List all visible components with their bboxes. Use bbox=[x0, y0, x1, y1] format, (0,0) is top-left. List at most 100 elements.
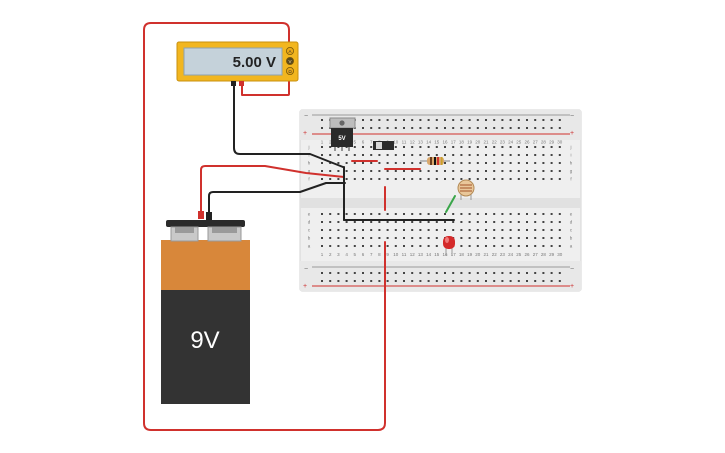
breadboard-hole[interactable] bbox=[411, 146, 414, 148]
breadboard-hole[interactable] bbox=[403, 170, 405, 172]
breadboard-hole[interactable] bbox=[493, 280, 496, 282]
breadboard-hole[interactable] bbox=[501, 170, 504, 172]
breadboard-hole[interactable] bbox=[370, 229, 373, 231]
wires[interactable] bbox=[143, 22, 456, 431]
breadboard-hole[interactable] bbox=[509, 280, 512, 282]
breadboard-hole[interactable] bbox=[460, 280, 463, 282]
breadboard-hole[interactable] bbox=[550, 162, 553, 164]
breadboard-hole[interactable] bbox=[386, 178, 389, 180]
breadboard-hole[interactable] bbox=[411, 229, 414, 231]
breadboard-hole[interactable] bbox=[370, 162, 373, 164]
breadboard-hole[interactable] bbox=[378, 178, 381, 180]
breadboard-hole[interactable] bbox=[493, 127, 496, 129]
mode-button-ohms[interactable] bbox=[285, 67, 294, 76]
breadboard-hole[interactable] bbox=[370, 245, 373, 247]
breadboard-hole[interactable] bbox=[362, 272, 364, 274]
breadboard-hole[interactable] bbox=[542, 154, 545, 156]
breadboard-hole[interactable] bbox=[485, 272, 487, 274]
breadboard-hole[interactable] bbox=[362, 170, 364, 172]
breadboard-hole[interactable] bbox=[370, 119, 373, 121]
breadboard-hole[interactable] bbox=[542, 237, 545, 239]
mode-button-amps[interactable] bbox=[285, 47, 294, 56]
breadboard-hole[interactable] bbox=[558, 146, 561, 148]
breadboard-hole[interactable] bbox=[485, 213, 487, 215]
breadboard-hole[interactable] bbox=[386, 119, 389, 121]
breadboard-hole[interactable] bbox=[435, 178, 438, 180]
breadboard-hole[interactable] bbox=[509, 154, 512, 156]
breadboard-hole[interactable] bbox=[550, 178, 553, 180]
breadboard-hole[interactable] bbox=[394, 146, 397, 148]
breadboard-hole[interactable] bbox=[526, 154, 528, 156]
breadboard-hole[interactable] bbox=[460, 146, 463, 148]
breadboard-hole[interactable] bbox=[427, 213, 430, 215]
breadboard-hole[interactable] bbox=[403, 245, 405, 247]
breadboard-hole[interactable] bbox=[534, 154, 537, 156]
breadboard-hole[interactable] bbox=[485, 221, 487, 223]
breadboard-hole[interactable] bbox=[476, 170, 479, 172]
breadboard-hole[interactable] bbox=[526, 229, 528, 231]
breadboard-hole[interactable] bbox=[345, 245, 348, 247]
breadboard-hole[interactable] bbox=[419, 146, 422, 148]
breadboard-hole[interactable] bbox=[460, 127, 463, 129]
breadboard-hole[interactable] bbox=[542, 119, 545, 121]
breadboard-hole[interactable] bbox=[386, 280, 389, 282]
slide-switch[interactable] bbox=[373, 141, 394, 150]
breadboard-hole[interactable] bbox=[501, 127, 504, 129]
breadboard-hole[interactable] bbox=[476, 245, 479, 247]
breadboard-hole[interactable] bbox=[370, 146, 373, 148]
breadboard-hole[interactable] bbox=[386, 154, 389, 156]
breadboard-hole[interactable] bbox=[460, 162, 463, 164]
breadboard-hole[interactable] bbox=[321, 213, 323, 215]
breadboard-hole[interactable] bbox=[353, 229, 356, 231]
breadboard-hole[interactable] bbox=[468, 245, 471, 247]
breadboard-hole[interactable] bbox=[444, 272, 446, 274]
breadboard-hole[interactable] bbox=[493, 178, 496, 180]
breadboard-hole[interactable] bbox=[345, 162, 348, 164]
breadboard-hole[interactable] bbox=[403, 237, 405, 239]
breadboard-hole[interactable] bbox=[403, 229, 405, 231]
breadboard-hole[interactable] bbox=[427, 237, 430, 239]
breadboard-hole[interactable] bbox=[452, 154, 455, 156]
breadboard-hole[interactable] bbox=[468, 272, 471, 274]
breadboard-hole[interactable] bbox=[362, 127, 364, 129]
breadboard-hole[interactable] bbox=[427, 154, 430, 156]
breadboard-hole[interactable] bbox=[550, 272, 553, 274]
breadboard-hole[interactable] bbox=[485, 178, 487, 180]
breadboard-hole[interactable] bbox=[386, 237, 389, 239]
breadboard-hole[interactable] bbox=[460, 170, 463, 172]
breadboard-hole[interactable] bbox=[534, 229, 537, 231]
breadboard-hole[interactable] bbox=[558, 178, 561, 180]
breadboard-hole[interactable] bbox=[435, 280, 438, 282]
breadboard-hole[interactable] bbox=[509, 162, 512, 164]
breadboard-hole[interactable] bbox=[370, 221, 373, 223]
breadboard-hole[interactable] bbox=[394, 221, 397, 223]
breadboard-hole[interactable] bbox=[493, 146, 496, 148]
breadboard-hole[interactable] bbox=[362, 237, 364, 239]
breadboard-hole[interactable] bbox=[403, 162, 405, 164]
breadboard-hole[interactable] bbox=[337, 162, 340, 164]
breadboard-hole[interactable] bbox=[419, 280, 422, 282]
breadboard-hole[interactable] bbox=[337, 229, 340, 231]
breadboard-hole[interactable] bbox=[427, 245, 430, 247]
breadboard-hole[interactable] bbox=[419, 154, 422, 156]
breadboard-hole[interactable] bbox=[476, 280, 479, 282]
multimeter-negative-wire[interactable] bbox=[233, 83, 344, 168]
breadboard-hole[interactable] bbox=[444, 221, 446, 223]
breadboard-hole[interactable] bbox=[345, 178, 348, 180]
breadboard-hole[interactable] bbox=[353, 272, 356, 274]
breadboard-hole[interactable] bbox=[468, 178, 471, 180]
breadboard-hole[interactable] bbox=[419, 245, 422, 247]
breadboard-hole[interactable] bbox=[321, 127, 323, 129]
breadboard-hole[interactable] bbox=[378, 221, 381, 223]
multimeter-mode-buttons[interactable]: A V Ω bbox=[285, 47, 294, 76]
breadboard-hole[interactable] bbox=[370, 178, 373, 180]
breadboard-hole[interactable] bbox=[321, 272, 323, 274]
breadboard-hole[interactable] bbox=[386, 229, 389, 231]
breadboard-hole[interactable] bbox=[517, 170, 520, 172]
breadboard-hole[interactable] bbox=[337, 213, 340, 215]
breadboard-hole[interactable] bbox=[353, 245, 356, 247]
breadboard-hole[interactable] bbox=[394, 229, 397, 231]
multimeter-positive-wire[interactable] bbox=[143, 22, 386, 431]
breadboard-hole[interactable] bbox=[345, 280, 348, 282]
breadboard-hole[interactable] bbox=[526, 213, 528, 215]
